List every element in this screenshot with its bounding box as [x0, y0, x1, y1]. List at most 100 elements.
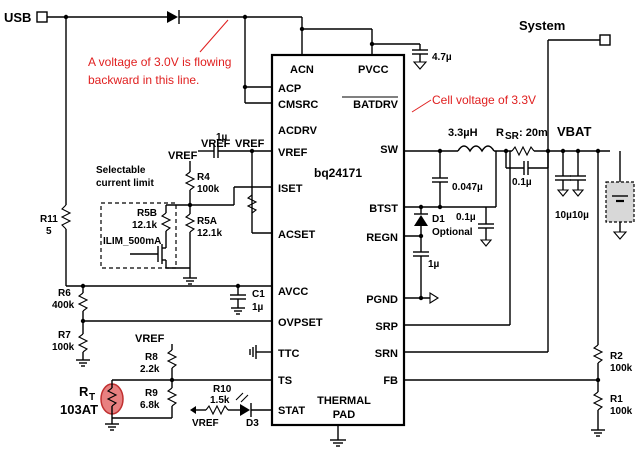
selectable-line1: Selectable [96, 165, 146, 176]
r6-value: 400k [52, 300, 75, 311]
r11-value: 5 [46, 226, 52, 237]
rt-value: 103AT [60, 402, 98, 417]
pin-acp: ACP [278, 83, 301, 95]
resistor-r2 [592, 344, 604, 364]
pad-label: PAD [333, 409, 355, 421]
ground-r1 [591, 429, 605, 437]
diode-d1 [414, 213, 428, 226]
resistor-r11 [60, 204, 72, 230]
vref-label-left: VREF [201, 138, 231, 150]
annotation-backflow-line2: backward in this line. [88, 73, 199, 87]
rt-sub: T [89, 392, 95, 403]
resistor-r5b [160, 212, 172, 232]
pin-stat: STAT [278, 405, 305, 417]
r6-label: R6 [58, 288, 71, 299]
r10-label: R10 [213, 384, 232, 395]
pin-cmsrc: CMSRC [278, 99, 318, 111]
vbat-label: VBAT [557, 124, 591, 139]
system-label: System [519, 18, 565, 33]
resistor-r6 [77, 292, 89, 312]
r8-value: 2.2k [140, 364, 160, 375]
pin-ts: TS [278, 375, 292, 387]
pin-ttc: TTC [278, 348, 299, 360]
r7-value: 100k [52, 342, 75, 353]
pin-vref: VREF [278, 147, 308, 159]
pin-pgnd: PGND [366, 294, 398, 306]
resistor-r9 [166, 387, 178, 407]
pin-avcc: AVCC [278, 286, 308, 298]
r8-label: R8 [145, 352, 158, 363]
cap-btst [432, 177, 448, 183]
annotation-cell-voltage: Cell voltage of 3.3V [432, 93, 536, 107]
cap-pvcc [412, 49, 428, 55]
d3-label: D3 [246, 418, 259, 429]
r4-label: R4 [197, 172, 210, 183]
thermistor-rt [100, 380, 124, 418]
ground-pgnd [429, 292, 440, 304]
cap-regn-a [478, 223, 494, 229]
usb-connector[interactable] [36, 11, 48, 23]
selectable-current-limit-box [100, 202, 177, 269]
pin-pvcc: PVCC [358, 64, 389, 76]
pin-regn: REGN [366, 232, 398, 244]
vref-label-stat: VREF [192, 418, 219, 429]
ground-r7 [76, 359, 90, 367]
r5a-label: R5A [197, 216, 217, 227]
selectable-line2: current limit [96, 178, 154, 189]
pin-srn: SRN [375, 348, 398, 360]
pin-batdrv: BATDRV [353, 99, 398, 111]
c1-label: C1 [252, 289, 265, 300]
ground-battery [612, 231, 628, 240]
ilim-label: ILIM_500mA [103, 236, 161, 247]
vref-label-right: VREF [235, 138, 265, 150]
resistor-r5a [184, 213, 196, 233]
pin-acn: ACN [290, 64, 314, 76]
inductor [457, 145, 495, 153]
ground-r9 [105, 418, 119, 431]
pin-iset: ISET [278, 183, 303, 195]
pin-acdrv: ACDRV [278, 125, 318, 137]
rt-label: R [79, 384, 89, 399]
pin-btst: BTST [369, 203, 398, 215]
rsr-label: R [496, 127, 504, 139]
r1-value: 100k [610, 406, 633, 417]
c-out2-value: 10µ [572, 210, 589, 221]
d1-label: D1 [432, 214, 445, 225]
annotation-cell-pointer [411, 99, 432, 113]
annotation-backflow-line1: A voltage of 3.0V is flowing [88, 55, 231, 69]
r5a-value: 12.1k [197, 228, 222, 239]
inductor-value: 3.3µH [448, 127, 478, 139]
switch-mosfet[interactable] [130, 240, 167, 268]
resistor-acset [246, 194, 258, 214]
ground-thermal-pad [330, 439, 346, 447]
input-diode [167, 10, 180, 24]
resistor-r4 [184, 171, 196, 191]
system-connector[interactable] [599, 34, 611, 46]
r2-label: R2 [610, 351, 623, 362]
rsr-sub: SR [505, 131, 520, 142]
pin-srp: SRP [375, 321, 398, 333]
r4-value: 100k [197, 184, 220, 195]
r2-value: 100k [610, 363, 633, 374]
cap-c1 [230, 286, 246, 315]
c-vref-value: 1µ [216, 132, 228, 143]
resistor-rsr [511, 145, 535, 157]
vref-label-r8: VREF [135, 333, 165, 345]
c-out1-value: 10µ [555, 210, 572, 221]
r5b-label: R5B [137, 208, 157, 219]
ground-r5a [183, 277, 197, 285]
rsr-value: : 20m [519, 127, 548, 139]
c-regn-b-value: 1µ [428, 259, 440, 270]
ground-pvcc [412, 61, 428, 70]
r10-value: 1.5k [210, 395, 230, 406]
cap-regn [413, 251, 429, 257]
pin-acset: ACSET [278, 229, 316, 241]
resistor-r8 [166, 349, 178, 369]
led-d3 [235, 392, 252, 417]
r7-label: R7 [58, 330, 71, 341]
resistor-r7 [77, 333, 89, 353]
pin-sw: SW [380, 144, 398, 156]
pin-fb: FB [383, 375, 398, 387]
c-regn-a-value: 0.1µ [456, 212, 476, 223]
